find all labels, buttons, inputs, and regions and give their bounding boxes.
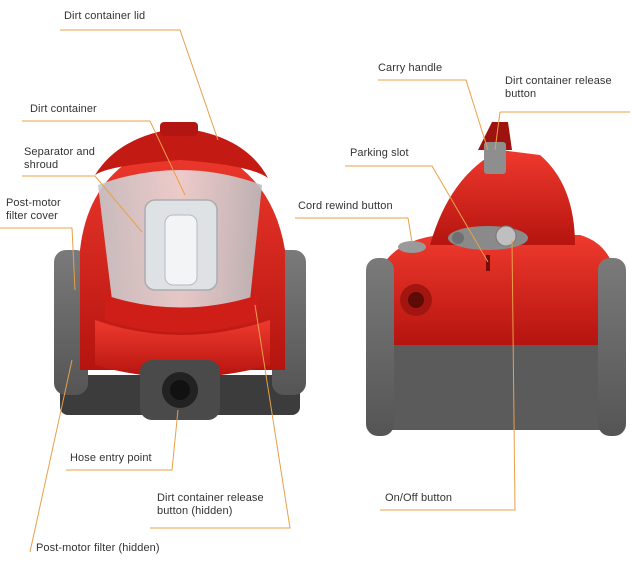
leader-container (22, 120, 186, 196)
label-separator-shroud: Separator and shroud (24, 146, 96, 171)
rear-left-wheel (366, 258, 394, 436)
leader-hose (66, 409, 179, 471)
leader-onoff (380, 239, 516, 511)
rear-skirt (375, 330, 620, 430)
rear-cowl (430, 150, 575, 245)
front-lid (95, 128, 268, 178)
leader-filter-cover (0, 227, 76, 291)
label-post-motor-filter-hidden: Post-motor filter (hidden) (36, 542, 160, 554)
rear-handle-grip (484, 142, 506, 174)
rear-body (380, 235, 618, 345)
label-post-motor-filter-cover: Post-motor filter cover (6, 197, 61, 222)
front-tray (95, 320, 270, 378)
front-lid-handle (160, 122, 198, 136)
label-release-button-hidden: Dirt container release button (hidden) (157, 492, 264, 517)
rear-cord-button (398, 241, 426, 253)
vacuum-rear-view (366, 122, 626, 436)
rear-right-wheel (598, 258, 626, 436)
leader-lid (60, 29, 219, 141)
label-cord-rewind-button: Cord rewind button (298, 200, 393, 212)
leader-release-button-v (494, 111, 501, 151)
leader-parking (345, 165, 489, 263)
leader-lines (0, 29, 630, 553)
label-parking-slot: Parking slot (350, 147, 409, 159)
rear-parking-disc (452, 232, 464, 244)
rear-parking-slot (486, 255, 490, 271)
leader-release-hidden (150, 304, 291, 529)
rear-onoff-disc (495, 225, 517, 247)
front-left-wheel (54, 250, 88, 395)
leader-cord (295, 217, 413, 243)
label-on-off-button: On/Off button (385, 492, 453, 504)
label-carry-handle: Carry handle (378, 62, 443, 74)
front-inner-cyclone (164, 214, 198, 286)
label-dirt-container-lid: Dirt container lid (64, 10, 146, 22)
label-hose-entry-point: Hose entry point (70, 452, 152, 464)
vacuum-front-view (54, 122, 306, 420)
front-hose-inner (170, 380, 190, 400)
front-container-bottom (105, 295, 258, 333)
label-release-button: Dirt container release button (505, 75, 612, 100)
label-dirt-container: Dirt container (30, 103, 97, 115)
leader-carry (378, 79, 489, 151)
leader-separator (22, 175, 143, 233)
leader-filter-hidden (29, 359, 73, 553)
rear-hose-hole (408, 292, 424, 308)
